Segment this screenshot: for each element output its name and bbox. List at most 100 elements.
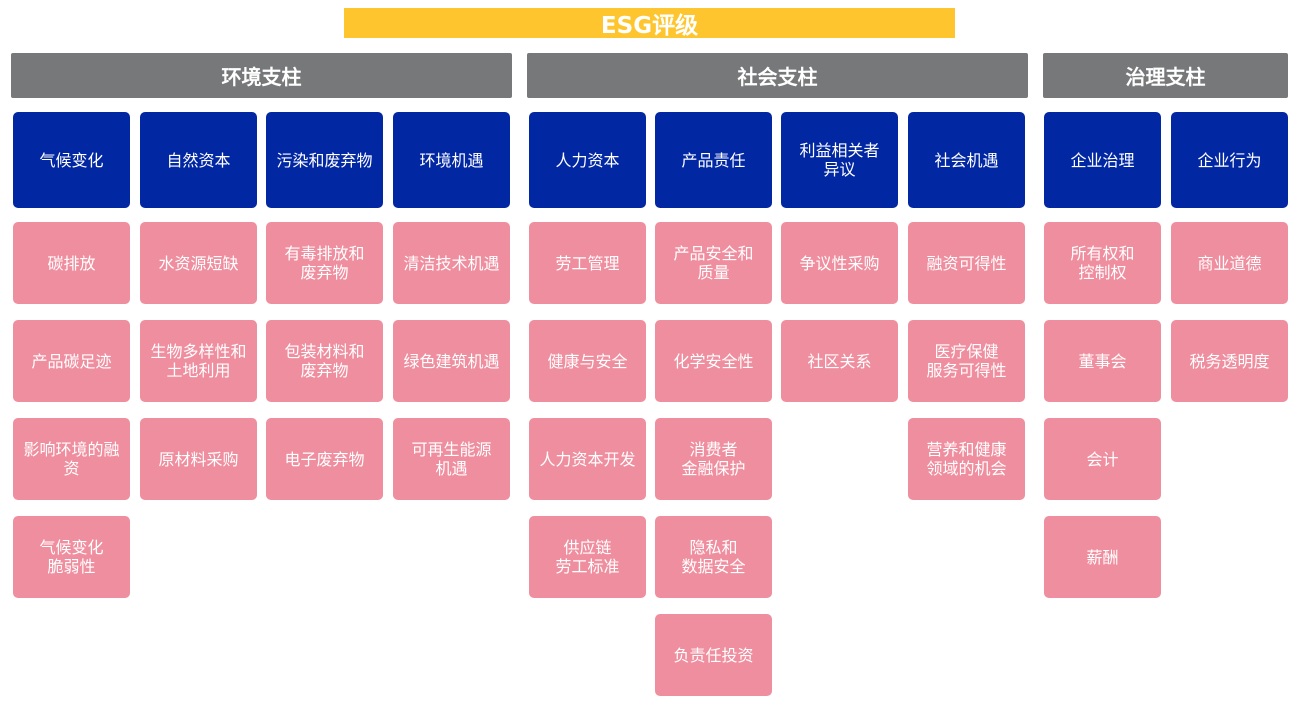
theme-label: 企业治理 — [1070, 150, 1135, 170]
pillar-header: 治理支柱 — [1043, 53, 1288, 98]
issue-label: 有毒排放和 废弃物 — [284, 244, 365, 282]
issue-box: 董事会 — [1044, 320, 1161, 402]
issue-box: 消费者 金融保护 — [655, 418, 772, 500]
issue-box: 原材料采购 — [140, 418, 257, 500]
issue-label: 气候变化 脆弱性 — [39, 538, 104, 576]
issue-box: 所有权和 控制权 — [1044, 222, 1161, 304]
theme-column: 人力资本劳工管理健康与安全人力资本开发供应链 劳工标准 — [529, 112, 646, 614]
issue-box: 包装材料和 废弃物 — [266, 320, 383, 402]
issue-box: 可再生能源 机遇 — [393, 418, 510, 500]
theme-box: 利益相关者 异议 — [781, 112, 898, 208]
theme-box: 环境机遇 — [393, 112, 510, 208]
issue-label: 原材料采购 — [158, 449, 239, 469]
issue-label: 负责任投资 — [673, 645, 754, 665]
issue-label: 影响环境的融 资 — [23, 440, 120, 478]
esg-rating-title: ESG评级 — [344, 8, 955, 39]
theme-box: 污染和废弃物 — [266, 112, 383, 208]
issue-label: 清洁技术机遇 — [403, 253, 500, 273]
issue-box: 争议性采购 — [781, 222, 898, 304]
issue-label: 绿色建筑机遇 — [403, 351, 500, 371]
issue-box: 化学安全性 — [655, 320, 772, 402]
issue-box: 人力资本开发 — [529, 418, 646, 500]
issue-label: 隐私和 数据安全 — [681, 538, 746, 576]
theme-column: 利益相关者 异议争议性采购社区关系 — [781, 112, 898, 418]
issue-label: 融资可得性 — [926, 253, 1007, 273]
theme-label: 污染和废弃物 — [276, 150, 373, 170]
theme-label: 气候变化 — [39, 150, 104, 170]
issue-box: 有毒排放和 废弃物 — [266, 222, 383, 304]
issue-box: 供应链 劳工标准 — [529, 516, 646, 598]
issue-label: 产品碳足迹 — [31, 351, 112, 371]
theme-column: 污染和废弃物有毒排放和 废弃物包装材料和 废弃物电子废弃物 — [266, 112, 383, 516]
issue-label: 碳排放 — [47, 253, 96, 273]
theme-column: 气候变化碳排放产品碳足迹影响环境的融 资气候变化 脆弱性 — [13, 112, 130, 614]
theme-column: 环境机遇清洁技术机遇绿色建筑机遇可再生能源 机遇 — [393, 112, 510, 516]
issue-label: 包装材料和 废弃物 — [284, 342, 365, 380]
issue-label: 争议性采购 — [799, 253, 880, 273]
issue-box: 会计 — [1044, 418, 1161, 500]
issue-box: 产品碳足迹 — [13, 320, 130, 402]
issue-label: 生物多样性和 土地利用 — [150, 342, 247, 380]
issue-label: 水资源短缺 — [158, 253, 239, 273]
theme-box: 自然资本 — [140, 112, 257, 208]
theme-column: 企业行为商业道德税务透明度 — [1171, 112, 1288, 418]
theme-column: 自然资本水资源短缺生物多样性和 土地利用原材料采购 — [140, 112, 257, 516]
issue-label: 所有权和 控制权 — [1070, 244, 1135, 282]
issue-box: 健康与安全 — [529, 320, 646, 402]
issue-label: 可再生能源 机遇 — [411, 440, 492, 478]
issue-box: 气候变化 脆弱性 — [13, 516, 130, 598]
issue-label: 商业道德 — [1197, 253, 1262, 273]
issue-label: 董事会 — [1078, 351, 1127, 371]
issue-box: 生物多样性和 土地利用 — [140, 320, 257, 402]
theme-label: 产品责任 — [681, 150, 746, 170]
theme-box: 社会机遇 — [908, 112, 1025, 208]
issue-box: 薪酬 — [1044, 516, 1161, 598]
issue-label: 健康与安全 — [547, 351, 628, 371]
issue-label: 电子废弃物 — [284, 449, 365, 469]
theme-box: 企业治理 — [1044, 112, 1161, 208]
issue-label: 会计 — [1086, 449, 1119, 469]
issue-box: 产品安全和 质量 — [655, 222, 772, 304]
issue-label: 社区关系 — [807, 351, 872, 371]
pillar-header: 社会支柱 — [527, 53, 1028, 98]
theme-box: 产品责任 — [655, 112, 772, 208]
theme-column: 企业治理所有权和 控制权董事会会计薪酬 — [1044, 112, 1161, 614]
theme-box: 企业行为 — [1171, 112, 1288, 208]
issue-box: 影响环境的融 资 — [13, 418, 130, 500]
issue-label: 医疗保健 服务可得性 — [926, 342, 1007, 380]
theme-column: 社会机遇融资可得性医疗保健 服务可得性营养和健康 领域的机会 — [908, 112, 1025, 516]
issue-box: 商业道德 — [1171, 222, 1288, 304]
theme-label: 社会机遇 — [934, 150, 999, 170]
issue-box: 绿色建筑机遇 — [393, 320, 510, 402]
issue-label: 薪酬 — [1086, 547, 1119, 567]
issue-box: 清洁技术机遇 — [393, 222, 510, 304]
pillar-header: 环境支柱 — [11, 53, 512, 98]
issue-label: 劳工管理 — [555, 253, 620, 273]
theme-label: 环境机遇 — [419, 150, 484, 170]
issue-box: 负责任投资 — [655, 614, 772, 696]
issue-label: 产品安全和 质量 — [673, 244, 754, 282]
issue-label: 税务透明度 — [1189, 351, 1270, 371]
issue-box: 社区关系 — [781, 320, 898, 402]
issue-box: 医疗保健 服务可得性 — [908, 320, 1025, 402]
issue-label: 化学安全性 — [673, 351, 754, 371]
issue-box: 隐私和 数据安全 — [655, 516, 772, 598]
theme-box: 人力资本 — [529, 112, 646, 208]
theme-label: 自然资本 — [166, 150, 231, 170]
issue-box: 营养和健康 领域的机会 — [908, 418, 1025, 500]
issue-label: 人力资本开发 — [539, 449, 636, 469]
issue-label: 供应链 劳工标准 — [555, 538, 620, 576]
issue-box: 水资源短缺 — [140, 222, 257, 304]
theme-label: 利益相关者 异议 — [799, 141, 880, 179]
issue-box: 融资可得性 — [908, 222, 1025, 304]
theme-label: 人力资本 — [555, 150, 620, 170]
issue-box: 税务透明度 — [1171, 320, 1288, 402]
issue-label: 营养和健康 领域的机会 — [926, 440, 1007, 478]
theme-label: 企业行为 — [1197, 150, 1262, 170]
theme-column: 产品责任产品安全和 质量化学安全性消费者 金融保护隐私和 数据安全负责任投资 — [655, 112, 772, 712]
issue-box: 劳工管理 — [529, 222, 646, 304]
issue-label: 消费者 金融保护 — [681, 440, 746, 478]
issue-box: 碳排放 — [13, 222, 130, 304]
theme-box: 气候变化 — [13, 112, 130, 208]
issue-box: 电子废弃物 — [266, 418, 383, 500]
